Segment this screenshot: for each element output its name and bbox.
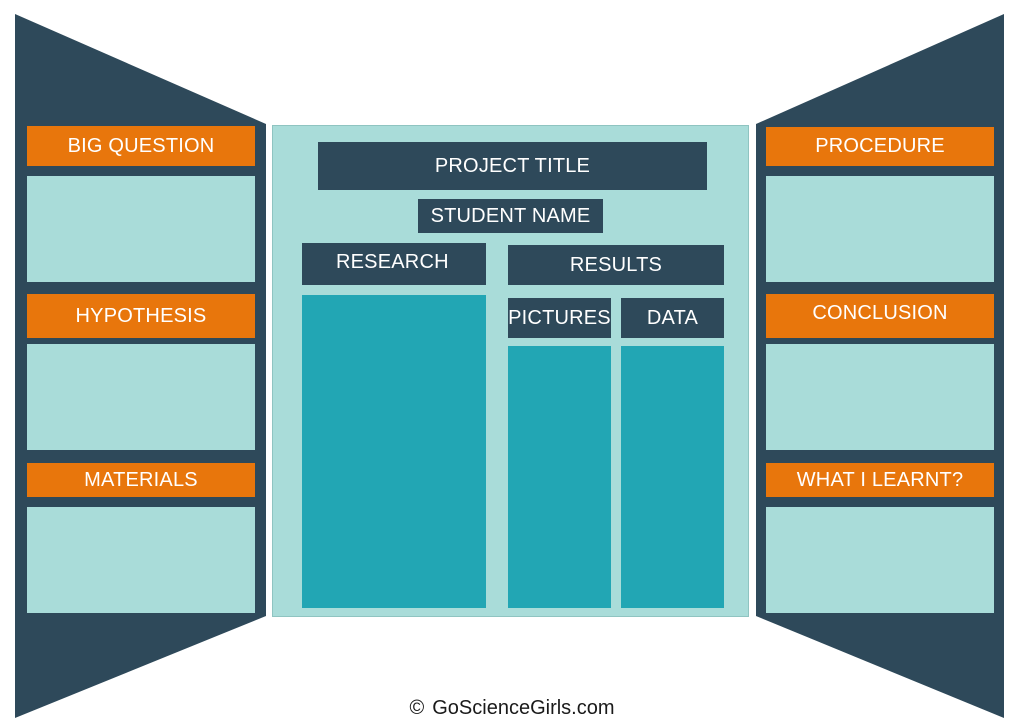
- student-name-label: STUDENT NAME: [430, 204, 591, 227]
- site-name: GoScienceGirls.com: [432, 696, 615, 719]
- student-name-box: STUDENT NAME: [418, 199, 603, 233]
- data-label: DATA: [646, 306, 699, 329]
- big-question-label: BIG QUESTION: [67, 134, 215, 157]
- copyright-footer: © GoScienceGirls.com: [0, 694, 1024, 722]
- data-box: [621, 346, 724, 608]
- materials-label: MATERIALS: [84, 468, 198, 491]
- research-header: RESEARCH: [302, 243, 486, 285]
- materials-box: [27, 507, 255, 613]
- data-header: DATA: [621, 298, 724, 338]
- pictures-label: PICTURES: [508, 306, 611, 329]
- big-question-header: BIG QUESTION: [27, 126, 255, 166]
- procedure-label: PROCEDURE: [815, 135, 945, 157]
- hypothesis-box: [27, 344, 255, 450]
- big-question-box: [27, 176, 255, 282]
- pictures-box: [508, 346, 611, 608]
- hypothesis-label: HYPOTHESIS: [75, 304, 207, 327]
- results-label: RESULTS: [569, 253, 663, 276]
- procedure-box: [766, 176, 994, 282]
- results-header: RESULTS: [508, 245, 724, 285]
- project-title-box: PROJECT TITLE: [318, 142, 707, 190]
- procedure-header: PROCEDURE: [766, 127, 994, 166]
- what-i-learnt-label: WHAT I LEARNT?: [796, 468, 964, 491]
- conclusion-box: [766, 344, 994, 450]
- pictures-header: PICTURES: [508, 298, 611, 338]
- what-i-learnt-box: [766, 507, 994, 613]
- materials-header: MATERIALS: [27, 463, 255, 497]
- project-title-label: PROJECT TITLE: [434, 154, 591, 177]
- hypothesis-header: HYPOTHESIS: [27, 294, 255, 338]
- conclusion-header: CONCLUSION: [766, 294, 994, 338]
- research-label: RESEARCH: [336, 251, 449, 273]
- copyright-icon: ©: [409, 696, 425, 719]
- conclusion-label: CONCLUSION: [812, 302, 948, 324]
- research-box: [302, 295, 486, 608]
- what-i-learnt-header: WHAT I LEARNT?: [766, 463, 994, 497]
